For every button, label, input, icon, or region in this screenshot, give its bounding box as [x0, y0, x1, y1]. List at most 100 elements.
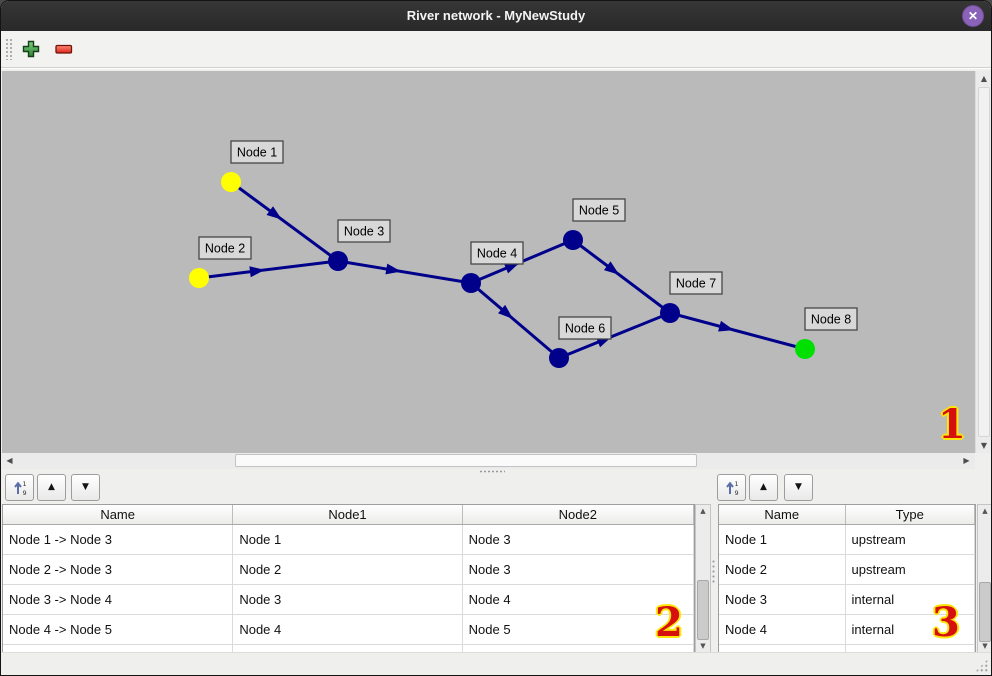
remove-node-button[interactable] [51, 37, 77, 61]
annotation-marker-1: 1 [938, 401, 966, 448]
table-cell[interactable]: Node 3 [463, 525, 694, 554]
table-cell[interactable]: Node 1 [233, 525, 463, 554]
edge-node-5-to-node-7[interactable] [572, 238, 671, 315]
scroll-up-icon[interactable]: ▲ [980, 74, 988, 83]
resize-grip-icon[interactable] [975, 659, 988, 672]
close-button[interactable]: ✕ [962, 5, 984, 27]
table-cell[interactable] [463, 645, 694, 653]
table-cell[interactable] [846, 645, 975, 653]
toolbar-drag-handle[interactable] [5, 38, 13, 60]
node-node-7[interactable] [660, 303, 680, 323]
edge-node-4-to-node-6[interactable] [470, 281, 560, 360]
scroll-down-icon[interactable]: ▼ [982, 642, 988, 650]
table-row[interactable] [3, 645, 694, 653]
links-table-scrollbar[interactable]: ▲ ▼ [695, 504, 711, 654]
table-cell[interactable]: Node 3 [233, 585, 463, 614]
nodes-move-up-button[interactable]: ▲ [749, 474, 778, 501]
table-cell[interactable]: internal [846, 615, 975, 644]
scroll-up-icon[interactable]: ▲ [982, 507, 988, 515]
node-node-8[interactable] [795, 339, 815, 359]
canvas-vertical-scrollbar[interactable]: ▲ ▼ [975, 71, 991, 453]
table-cell[interactable]: Node 5 [463, 615, 694, 644]
table-cell[interactable]: Node 4 -> Node 5 [3, 615, 234, 644]
scroll-up-icon[interactable]: ▲ [700, 507, 706, 515]
table-cell[interactable] [233, 645, 463, 653]
node-label: Node 1 [237, 146, 277, 160]
scroll-down-icon[interactable]: ▼ [980, 441, 988, 450]
column-header-name[interactable]: Name [3, 505, 234, 524]
table-cell[interactable]: Node 1 [719, 525, 846, 554]
vertical-pane-splitter[interactable] [711, 559, 717, 583]
table-cell[interactable]: upstream [846, 525, 975, 554]
edge-node-7-to-node-8[interactable] [669, 311, 806, 351]
nodes-table-scrollbar[interactable]: ▲ ▼ [977, 504, 991, 654]
plus-icon [22, 40, 40, 58]
links-move-down-button[interactable]: ▼ [71, 474, 100, 501]
table-cell[interactable]: Node 3 -> Node 4 [3, 585, 234, 614]
table-cell[interactable] [719, 645, 846, 653]
column-header-type[interactable]: Type [846, 505, 975, 524]
edge-node-1-to-node-3[interactable] [230, 180, 339, 263]
table-cell[interactable]: Node 1 -> Node 3 [3, 525, 234, 554]
node-node-4[interactable] [461, 273, 481, 293]
node-node-6[interactable] [549, 348, 569, 368]
canvas-horizontal-scrollbar[interactable]: ◀ ▶ [2, 453, 975, 469]
table-cell[interactable]: upstream [846, 555, 975, 584]
table-cell[interactable]: Node 4 [463, 585, 694, 614]
table-cell[interactable]: Node 4 [719, 615, 846, 644]
table-cell[interactable]: internal [846, 585, 975, 614]
table-row[interactable] [719, 645, 975, 653]
table-cell[interactable]: Node 3 [719, 585, 846, 614]
node-node-2[interactable] [189, 268, 209, 288]
splitter-handle-dots [479, 470, 505, 473]
links-move-up-button[interactable]: ▲ [37, 474, 66, 501]
sort-icon: 1 9 [725, 480, 738, 497]
node-node-1[interactable] [221, 172, 241, 192]
column-header-name[interactable]: Name [719, 505, 846, 524]
scroll-down-icon[interactable]: ▼ [700, 642, 706, 650]
horizontal-pane-splitter[interactable] [1, 469, 991, 473]
column-header-node2[interactable]: Node2 [463, 505, 694, 524]
edge-node-3-to-node-4[interactable] [337, 259, 472, 285]
node-label-box [572, 198, 626, 222]
scroll-right-icon[interactable]: ▶ [963, 456, 970, 465]
node-label: Node 2 [205, 242, 245, 256]
table-cell[interactable]: Node 2 -> Node 3 [3, 555, 234, 584]
canvas-hscroll-thumb[interactable] [235, 454, 697, 467]
nodes-move-down-button[interactable]: ▼ [784, 474, 813, 501]
node-label-box [669, 271, 723, 295]
nodes-scroll-thumb[interactable] [979, 582, 991, 642]
table-cell[interactable]: Node 2 [233, 555, 463, 584]
node-label-box [558, 316, 612, 340]
add-node-button[interactable] [18, 37, 44, 61]
edge-node-6-to-node-7[interactable] [558, 311, 671, 360]
scrollbar-corner [975, 453, 991, 469]
annotation-marker-2: 2 [655, 599, 683, 646]
table-cell[interactable]: Node 3 [463, 555, 694, 584]
canvas-vscroll-thumb[interactable] [978, 87, 990, 437]
table-cell[interactable] [3, 645, 234, 653]
table-cell[interactable]: Node 4 [233, 615, 463, 644]
links-sort-button[interactable]: 1 9 [5, 474, 34, 501]
node-node-3[interactable] [328, 251, 348, 271]
node-label-box [198, 236, 252, 260]
nodes-sort-button[interactable]: 1 9 [717, 474, 746, 501]
column-header-node1[interactable]: Node1 [233, 505, 463, 524]
edge-node-2-to-node-3[interactable] [198, 259, 339, 280]
annotation-marker-3: 3 [932, 599, 960, 646]
table-cell[interactable]: Node 2 [719, 555, 846, 584]
scroll-left-icon[interactable]: ◀ [6, 456, 13, 465]
node-node-5[interactable] [563, 230, 583, 250]
links-scroll-thumb[interactable] [697, 580, 709, 640]
